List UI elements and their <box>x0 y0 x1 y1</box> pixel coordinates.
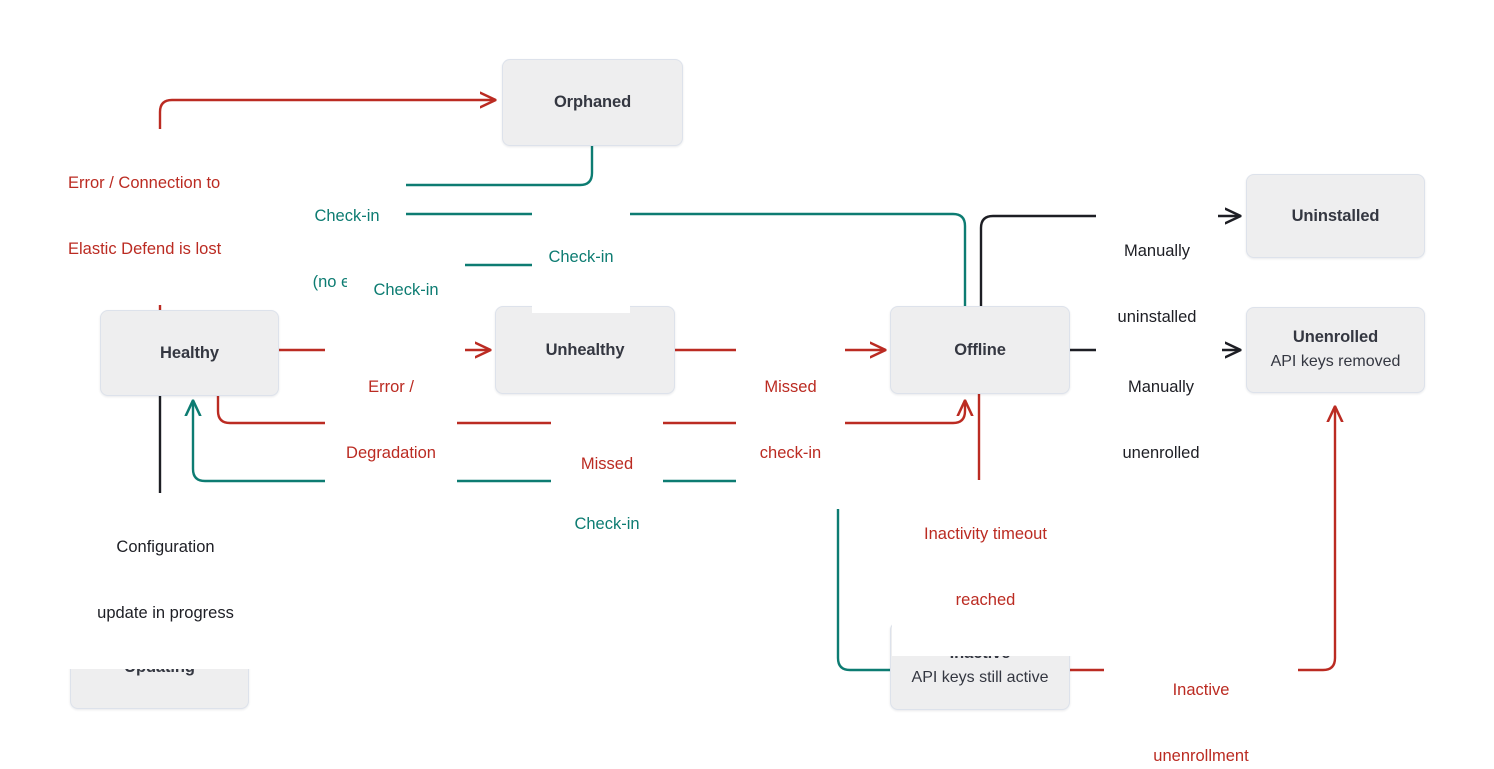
edge-label-line1: Configuration <box>116 537 215 556</box>
node-uninstalled-title: Uninstalled <box>1291 206 1380 225</box>
edge-label-inactive-to-healthy: Check-in <box>558 470 656 580</box>
edge-label-line1: Error / Connection to <box>68 173 221 192</box>
node-unhealthy[interactable]: Unhealthy <box>495 306 675 394</box>
edge-label-line1: Inactive <box>1172 680 1230 699</box>
node-healthy-title: Healthy <box>160 343 219 362</box>
node-orphaned-title: Orphaned <box>553 93 632 112</box>
node-orphaned[interactable]: Orphaned <box>502 59 683 146</box>
edge-label-line2: unenrollment <box>1153 746 1249 765</box>
node-unenrolled-title: Unenrolled <box>1292 328 1379 347</box>
edge-label-healthy-to-orphaned: Error / Connection to Elastic Defend is … <box>62 129 324 305</box>
edge-label-line1: Check-in <box>373 280 439 299</box>
edge-inactive-to-unenrolled <box>1070 407 1335 672</box>
edge-label-offline-to-healthy: Check-in <box>532 203 630 313</box>
node-inactive-subtitle: API keys still active <box>911 668 1049 686</box>
edge-label-healthy-to-updating: Configuration update in progress <box>62 493 269 669</box>
edge-label-line1: Check-in <box>548 247 614 266</box>
node-healthy[interactable]: Healthy <box>100 310 279 396</box>
edge-healthy-to-orphaned <box>158 100 495 310</box>
edge-label-line1: Check-in <box>314 206 380 225</box>
edge-label-line1: Inactivity timeout <box>924 524 1047 543</box>
edge-label-line2: Elastic Defend is lost <box>68 239 222 258</box>
node-offline[interactable]: Offline <box>890 306 1070 394</box>
edge-offline-to-uninstalled <box>979 216 1240 306</box>
edge-label-healthy-to-unhealthy: Error / Degradation <box>325 333 457 509</box>
edge-label-line1: Missed <box>764 377 817 396</box>
edge-label-unhealthy-to-offline: Missed check-in <box>736 333 845 509</box>
node-uninstalled[interactable]: Uninstalled <box>1246 174 1425 258</box>
edge-label-line2: update in progress <box>97 603 234 622</box>
edge-label-line2: uninstalled <box>1117 307 1197 326</box>
edge-label-line1: Manually <box>1123 241 1191 260</box>
node-unenrolled[interactable]: Unenrolled API keys removed <box>1246 307 1425 393</box>
node-unhealthy-title: Unhealthy <box>545 340 625 359</box>
edge-label-line1: Missed <box>580 454 634 473</box>
edge-label-line1: Manually <box>1127 377 1195 396</box>
edge-label-line2: unenrolled <box>1122 443 1200 462</box>
edge-label-line2: check-in <box>759 443 822 462</box>
edge-label-line2: Degradation <box>346 443 436 462</box>
edge-label-line1: Error / <box>368 377 414 396</box>
edge-label-line2: reached <box>955 590 1016 609</box>
edge-label-inactive-to-unenrolled: Inactive unenrollment timeout reached <box>1104 636 1298 769</box>
edge-label-offline-to-inactive: Inactivity timeout reached <box>892 480 1079 656</box>
node-unenrolled-subtitle: API keys removed <box>1270 352 1401 370</box>
edge-label-line1: Check-in <box>574 514 640 533</box>
node-offline-title: Offline <box>954 340 1006 359</box>
edge-label-offline-to-unenrolled: Manually unenrolled <box>1100 333 1222 509</box>
